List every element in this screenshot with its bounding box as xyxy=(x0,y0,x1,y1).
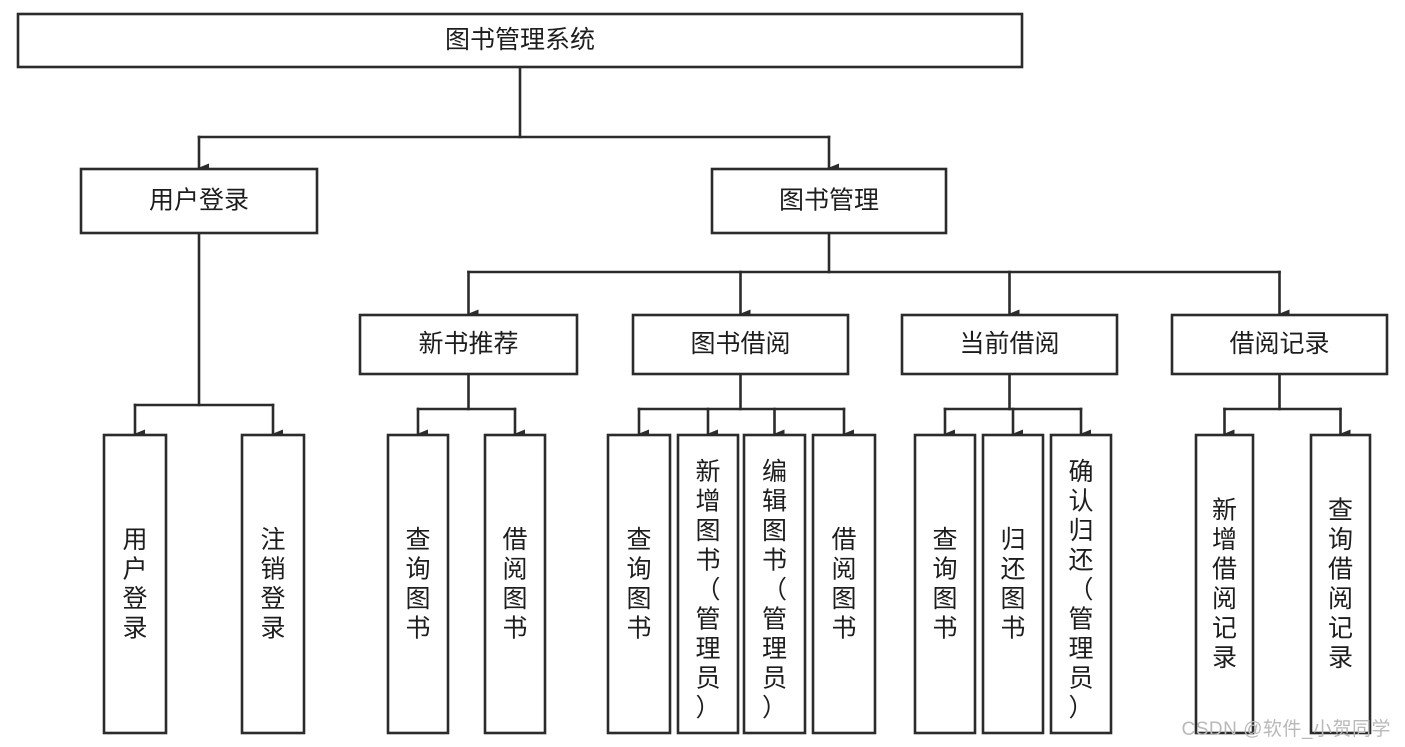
node-box[interactable] xyxy=(1309,433,1372,735)
leaf-归还图书[interactable]: 归还图书 xyxy=(981,433,1045,735)
node-box[interactable] xyxy=(1170,313,1389,376)
node-label: 查询图书 xyxy=(626,526,651,643)
branch-node-图书管理[interactable]: 图书管理 xyxy=(710,167,948,235)
leaf-确认归还管理员[interactable]: 确认归还（管理员） xyxy=(1049,433,1113,735)
node-box[interactable] xyxy=(676,433,740,735)
leaf-查询图书[interactable]: 查询图书 xyxy=(606,433,672,735)
node-label: 借阅图书 xyxy=(831,526,856,643)
leaf-新增图书管理员[interactable]: 新增图书（管理员） xyxy=(676,433,740,735)
node-label: 图书管理系统 xyxy=(445,26,595,54)
leaf-借阅图书[interactable]: 借阅图书 xyxy=(483,433,547,735)
node-label: 查询图书 xyxy=(932,526,957,643)
edge-layer xyxy=(133,65,1351,439)
node-box[interactable] xyxy=(631,313,850,376)
node-layer: 图书管理系统用户登录图书管理新书推荐图书借阅当前借阅借阅记录用户登录注销登录查询… xyxy=(16,12,1389,735)
node-label: 当前借阅 xyxy=(959,330,1059,358)
node-box[interactable] xyxy=(358,313,579,376)
node-box[interactable] xyxy=(710,167,948,235)
leaf-注销登录[interactable]: 注销登录 xyxy=(240,433,306,735)
node-label: 借阅记录 xyxy=(1229,330,1329,358)
node-box[interactable] xyxy=(811,433,877,735)
leaf-编辑图书管理员[interactable]: 编辑图书（管理员） xyxy=(742,433,807,735)
leaf-查询图书[interactable]: 查询图书 xyxy=(913,433,977,735)
node-box[interactable] xyxy=(483,433,547,735)
node-label: 新增借阅记录 xyxy=(1212,497,1237,673)
node-box[interactable] xyxy=(981,433,1045,735)
node-box[interactable] xyxy=(386,433,450,735)
branch-node-借阅记录[interactable]: 借阅记录 xyxy=(1170,313,1389,376)
root-node-图书管理系统[interactable]: 图书管理系统 xyxy=(16,12,1024,69)
node-box[interactable] xyxy=(1194,433,1255,735)
leaf-查询借阅记录[interactable]: 查询借阅记录 xyxy=(1309,433,1372,735)
leaf-查询图书[interactable]: 查询图书 xyxy=(386,433,450,735)
watermark-text: CSDN @软件_小贺同学 xyxy=(1181,719,1391,740)
node-box[interactable] xyxy=(16,12,1024,69)
node-label: 注销登录 xyxy=(260,526,285,643)
node-label: 用户登录 xyxy=(149,187,249,215)
node-box[interactable] xyxy=(240,433,306,735)
node-label: 查询借阅记录 xyxy=(1328,497,1353,673)
node-label: 借阅图书 xyxy=(502,526,527,643)
node-box[interactable] xyxy=(900,313,1119,376)
node-label: 图书借阅 xyxy=(690,330,790,358)
node-box[interactable] xyxy=(742,433,807,735)
node-box[interactable] xyxy=(1049,433,1113,735)
node-label: 确认归还（管理员） xyxy=(1068,458,1093,722)
branch-node-当前借阅[interactable]: 当前借阅 xyxy=(900,313,1119,376)
branch-node-图书借阅[interactable]: 图书借阅 xyxy=(631,313,850,376)
branch-node-用户登录[interactable]: 用户登录 xyxy=(79,167,319,235)
node-box[interactable] xyxy=(913,433,977,735)
node-label: 查询图书 xyxy=(405,526,430,643)
node-box[interactable] xyxy=(79,167,319,235)
node-box[interactable] xyxy=(102,433,168,735)
node-label: 编辑图书（管理员） xyxy=(762,458,787,722)
node-label: 新增图书（管理员） xyxy=(695,458,720,722)
leaf-新增借阅记录[interactable]: 新增借阅记录 xyxy=(1194,433,1255,735)
node-label: 用户登录 xyxy=(122,526,147,643)
node-label: 新书推荐 xyxy=(418,330,518,358)
leaf-用户登录[interactable]: 用户登录 xyxy=(102,433,168,735)
node-label: 归还图书 xyxy=(1000,526,1025,643)
branch-node-新书推荐[interactable]: 新书推荐 xyxy=(358,313,579,376)
node-box[interactable] xyxy=(606,433,672,735)
leaf-借阅图书[interactable]: 借阅图书 xyxy=(811,433,877,735)
node-label: 图书管理 xyxy=(779,187,879,215)
